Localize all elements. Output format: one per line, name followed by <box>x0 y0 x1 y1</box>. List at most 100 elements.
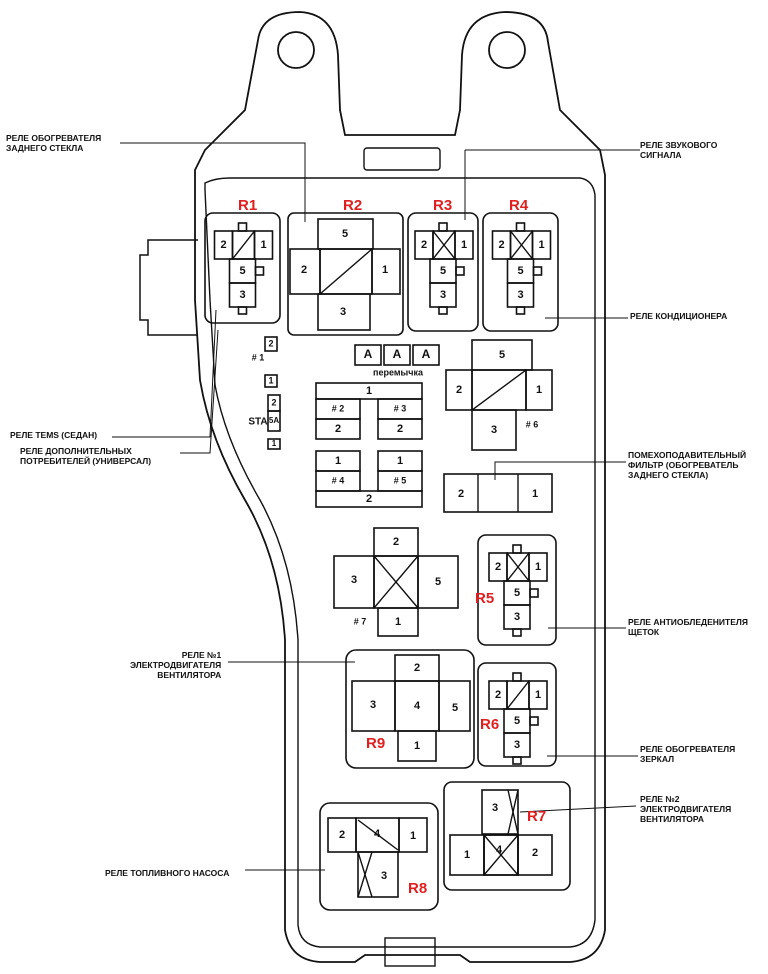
pin-label: 2 <box>495 561 501 573</box>
relay-r5-side-tab <box>529 588 539 598</box>
pin-label: 1 <box>532 488 538 500</box>
coil-x <box>507 789 519 835</box>
pin-label: 1 <box>268 375 273 385</box>
pin-label: 2 <box>421 239 427 251</box>
relay-r3-frame <box>407 212 479 332</box>
relay-r2-pin1 <box>371 248 401 295</box>
pin-label: 2 <box>414 662 420 674</box>
relay-r5-frame <box>477 534 557 646</box>
pin-label: 3 <box>381 870 387 882</box>
sta-label: STA <box>248 417 267 428</box>
jumper-cell-label: A <box>393 347 402 361</box>
pin-label: 3 <box>514 611 520 623</box>
pin-label: 2 <box>366 493 372 505</box>
pin-label: 5A <box>269 416 279 425</box>
fuse-n2-pin <box>315 418 361 440</box>
pin-label: 5 <box>514 715 520 727</box>
pin-label: 1 <box>538 239 544 251</box>
pin-label: 4 <box>414 700 421 712</box>
relay-r5-tab <box>512 544 522 554</box>
jumper-cell <box>412 344 440 366</box>
pin-label: 2 <box>532 847 538 859</box>
pin-label: 3 <box>440 289 446 301</box>
tag-r6: R6 <box>480 716 500 733</box>
pin-label: 3 <box>492 802 498 814</box>
pin-label: 2 <box>458 488 464 500</box>
relay-r9-pin5 <box>438 680 471 732</box>
relay-r2-frame <box>287 212 404 336</box>
relay-r1-tab <box>237 306 248 315</box>
relay-r8-pin1 <box>398 817 428 853</box>
relay-r6-pin1 <box>528 680 548 710</box>
pin-label: 1 <box>535 689 541 701</box>
x-mark <box>373 555 419 609</box>
pin-label: # 4 <box>332 475 345 485</box>
pin-label: 1 <box>535 561 541 573</box>
slot-n6-name: # 6 <box>526 419 539 429</box>
coil-diode <box>231 230 256 260</box>
x-mark <box>357 819 399 851</box>
pin-label: # 5 <box>394 475 407 485</box>
tag-r2: R2 <box>343 197 363 214</box>
pin-label: 5 <box>517 265 523 277</box>
leader-line <box>519 805 637 813</box>
sta-amp <box>267 410 281 432</box>
relay-r1-tab <box>237 222 248 232</box>
coil-diode <box>319 248 373 295</box>
pin-label: 3 <box>239 289 245 301</box>
pin-label: 5 <box>440 265 446 277</box>
x-mark <box>432 230 456 260</box>
pin-label: 4 <box>496 844 503 856</box>
pin-label: 2 <box>393 536 399 548</box>
slot-n7-name: # 7 <box>354 616 367 626</box>
pin-label: 1 <box>272 439 277 448</box>
pin-label: 5 <box>435 576 441 588</box>
relay-r7-coil <box>483 834 519 876</box>
relay-r2-pin3 <box>317 293 371 331</box>
tag-r8: R8 <box>408 880 428 897</box>
x-mark <box>357 851 373 898</box>
relay-r6-tab <box>512 672 522 682</box>
coil-diode <box>506 680 530 710</box>
pin-label: 1 <box>414 740 420 752</box>
relay-r7-frame <box>443 781 571 891</box>
relay-r6-frame <box>477 662 557 767</box>
sta-pin1 <box>267 438 281 450</box>
slot-n1-pin1 <box>264 374 278 388</box>
pin-label: 3 <box>517 289 523 301</box>
pin-label: 1 <box>461 239 467 251</box>
leader-lines <box>112 142 640 871</box>
jumper-cell <box>383 344 411 366</box>
housing-outline <box>139 11 606 967</box>
relay-r3-pin1 <box>454 230 474 260</box>
relay-n7-pin5 <box>417 555 459 609</box>
relay-r9-pin1 <box>397 730 437 762</box>
pin-label: 5 <box>342 228 348 240</box>
relay-r5-pin1 <box>528 552 548 582</box>
pin-label: 1 <box>382 264 388 276</box>
jumper-cell-label: A <box>364 347 373 361</box>
relay-r8-pin3 <box>357 851 399 898</box>
pin-label: # 3 <box>394 403 407 413</box>
relay-r6-tab <box>512 756 522 765</box>
pin-label: 2 <box>339 829 345 841</box>
pin-label: 1 <box>464 849 470 861</box>
relay-r3-tab <box>438 306 448 315</box>
relay-r4-side-tab <box>532 266 543 276</box>
fuse-n3-pin <box>377 418 423 440</box>
jumper-cell <box>354 344 382 366</box>
pin-label: 1 <box>395 616 401 628</box>
fuse-block-bottom <box>315 490 423 508</box>
leader-line <box>112 309 217 438</box>
pin-label: 3 <box>491 424 497 436</box>
relay-r5-tab <box>512 628 522 637</box>
